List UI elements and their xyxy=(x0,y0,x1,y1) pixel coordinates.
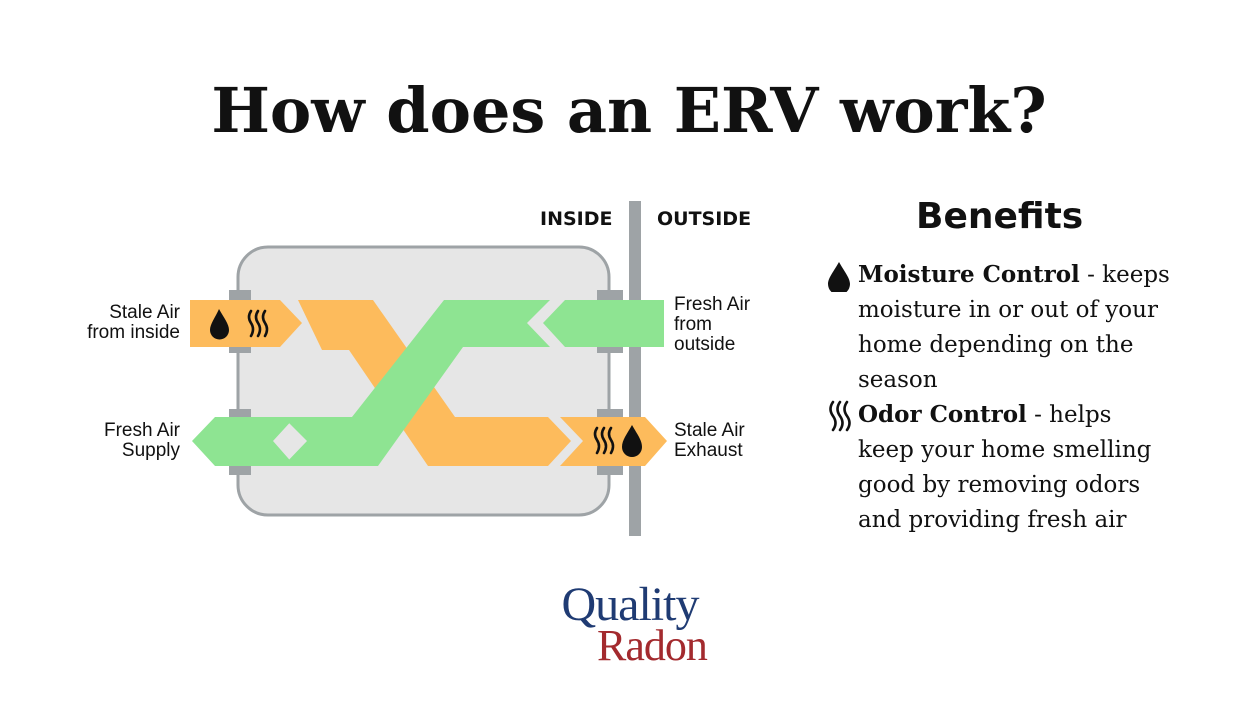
inside-label: INSIDE xyxy=(540,208,613,230)
stale-air-exhaust-arrow xyxy=(560,417,667,466)
benefit-odor-control: Odor Control - helps keep your home smel… xyxy=(826,397,1173,538)
benefit-moisture-control: Moisture Control - keeps moisture in or … xyxy=(826,257,1173,398)
benefit-description: - keeps moisture in or out of your home … xyxy=(858,262,1170,393)
stale-air-inlet-arrow xyxy=(190,300,302,347)
logo-line-radon: Radon xyxy=(597,621,708,670)
fresh-air-inlet-arrow xyxy=(543,300,664,347)
benefit-description: - helps keep your home smelling good by … xyxy=(858,402,1152,533)
benefit-name: Moisture Control xyxy=(858,261,1080,288)
quality-radon-logo: Quality Radon xyxy=(540,578,720,670)
water-drop-icon xyxy=(210,309,229,340)
fresh-air-supply-arrow xyxy=(192,417,295,466)
stale-air-from-inside-label: Stale Air from inside xyxy=(87,302,180,343)
water-drop-icon xyxy=(622,425,642,457)
odor-waves-icon xyxy=(247,309,269,338)
odor-waves-icon xyxy=(593,426,615,455)
odor-waves-icon xyxy=(829,400,851,432)
exterior-wall xyxy=(629,201,641,536)
benefits-title: Benefits xyxy=(916,196,1084,237)
fresh-air-path xyxy=(283,300,550,466)
stale-air-exhaust-label: Stale Air Exhaust xyxy=(674,420,745,461)
outside-label: OUTSIDE xyxy=(657,208,752,230)
water-drop-icon xyxy=(828,262,850,292)
page-title: How does an ERV work? xyxy=(211,74,1047,147)
stale-air-path xyxy=(298,300,571,466)
logo-line-quality: Quality xyxy=(561,578,700,631)
benefit-name: Odor Control xyxy=(858,401,1027,428)
fresh-air-from-outside-label: Fresh Air from outside xyxy=(674,294,751,355)
fresh-air-supply-label: Fresh Air Supply xyxy=(103,420,180,461)
